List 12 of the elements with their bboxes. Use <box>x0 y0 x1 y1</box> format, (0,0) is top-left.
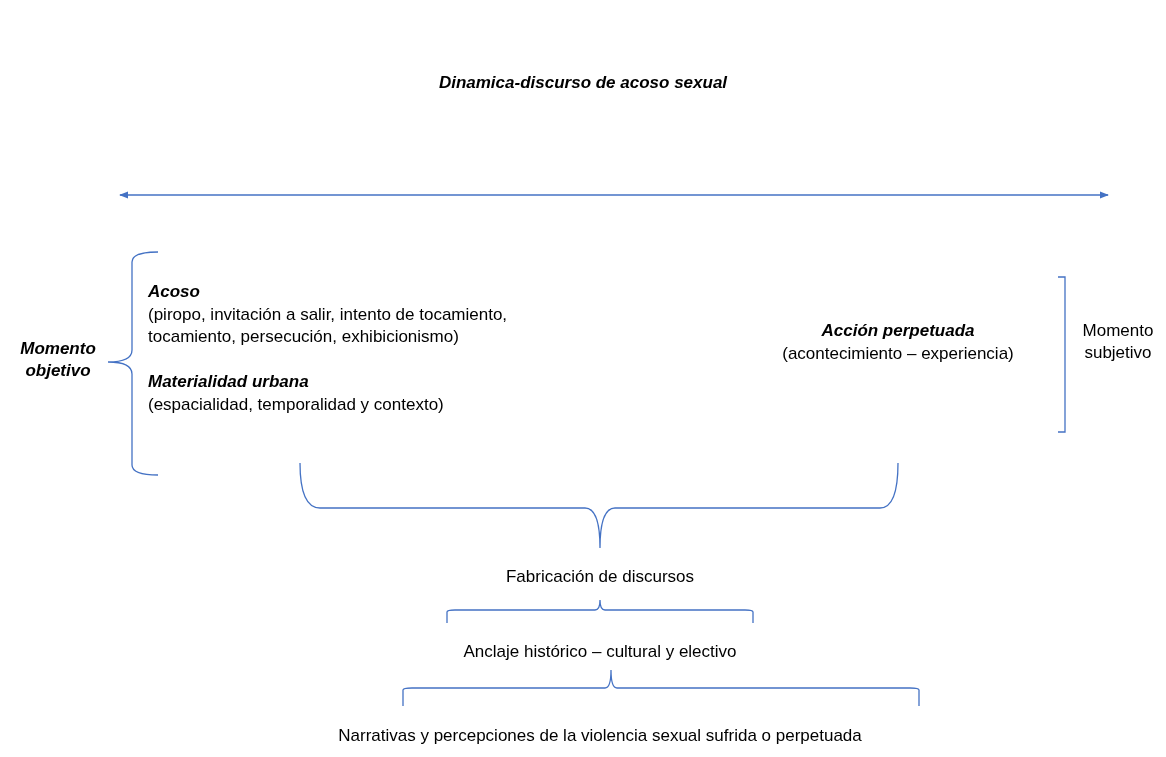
diagram-title: Dinamica-discurso de acoso sexual <box>437 72 729 94</box>
heading-label: Acoso <box>148 281 201 303</box>
heading-label: Acción perpetuada <box>820 320 976 342</box>
text-label: Narrativas y percepciones de la violencia sexual sufrida o perpetuada <box>337 725 863 747</box>
text-label: (espacialidad, temporalidad y contexto) <box>148 394 445 416</box>
heading-label: Momento objetivo <box>19 338 97 383</box>
text-label: Momento subjetivo <box>1081 320 1155 365</box>
heading-label: Materialidad urbana <box>148 371 310 393</box>
text-label: Anclaje histórico – cultural y electivo <box>462 641 738 663</box>
text-label: (piropo, invitación a salir, intento de tocamiento, tocamiento, persecución, exhibicionismo) <box>148 304 509 349</box>
text-label: Fabricación de discursos <box>505 566 695 588</box>
text-label: (acontecimiento – experiencia) <box>781 343 1015 365</box>
